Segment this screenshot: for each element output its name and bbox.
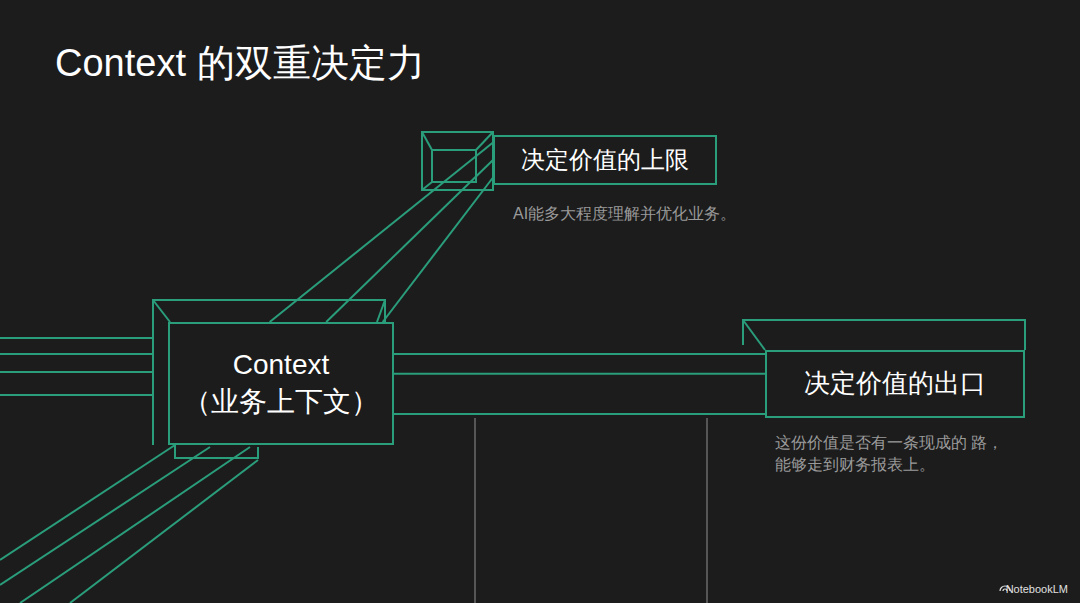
- box-edge: [153, 300, 170, 322]
- note: 这份价值是否有一条现成的 路，能够走到财务报表上。: [775, 432, 1020, 475]
- beam-line: [394, 413, 765, 415]
- beam-line: [383, 178, 493, 323]
- watermark: NotebookLM: [1006, 583, 1068, 595]
- beam-connector: [394, 354, 765, 414]
- node-box: 决定价值的上限AI能多大程度理解并优化业务。: [493, 135, 717, 185]
- beam-line: [394, 373, 765, 375]
- beam-line: [0, 447, 210, 585]
- note: AI能多大程度理解并优化业务。: [513, 203, 736, 225]
- node-box: Context （业务上下文）: [168, 322, 394, 445]
- beam-line: [70, 460, 258, 603]
- context-box: Context （业务上下文）: [180, 347, 382, 420]
- cube-edge: [476, 132, 493, 150]
- box-edge: [377, 300, 385, 322]
- beam-line: [0, 353, 153, 355]
- box-edge: [743, 320, 765, 350]
- beam-line: [270, 143, 493, 323]
- beam-line: [0, 337, 153, 339]
- heading: 决定价值的出口: [804, 367, 986, 401]
- beam-line: [0, 371, 153, 373]
- heading: 决定价值的上限: [521, 144, 689, 175]
- cube: [422, 132, 493, 190]
- support-line: [474, 418, 476, 603]
- beam-line: [326, 160, 493, 322]
- beam-line: [394, 353, 765, 355]
- beam-line: [0, 394, 153, 396]
- title: Context 的双重决定力: [55, 38, 425, 89]
- beam-connector: [270, 143, 493, 323]
- support-line: [706, 418, 708, 603]
- cube-edge: [422, 132, 432, 150]
- cube-edge: [422, 182, 432, 190]
- node-box: 决定价值的出口这份价值是否有一条现成的 路，能够走到财务报表上。: [765, 350, 1025, 418]
- beam-line: [175, 445, 258, 458]
- cube-inner: [432, 150, 476, 182]
- beam-line: [20, 447, 250, 603]
- box-shell: [743, 320, 1025, 350]
